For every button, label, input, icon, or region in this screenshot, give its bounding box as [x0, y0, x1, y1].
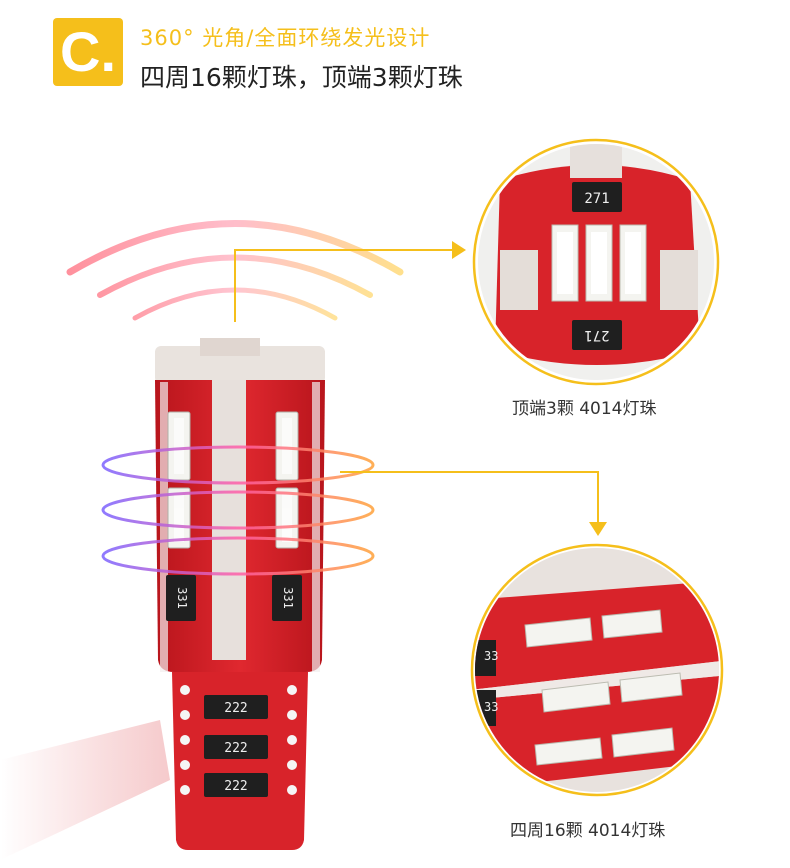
- top-resistor-upper-label: 271: [584, 191, 609, 207]
- emission-rings: [101, 445, 375, 576]
- headline: 360° 光角/全面环绕发光设计: [140, 26, 431, 50]
- badge-letter: C.: [60, 20, 116, 83]
- side-resistor-left-label: 331: [175, 587, 189, 609]
- section-badge: C.: [53, 18, 123, 86]
- top-resistor-lower-label: 271: [584, 327, 609, 343]
- bulb-reflection: [0, 720, 170, 860]
- base-resistors: 222 222 222: [204, 695, 268, 797]
- base-resistor-2-label: 222: [224, 741, 247, 756]
- callout-top-arrowhead: [452, 241, 466, 259]
- caption-side-leds: 四周16颗 4014灯珠: [510, 821, 666, 841]
- callout-bottom-arrowhead: [589, 522, 607, 536]
- detail-bottom: 33 33: [470, 543, 724, 797]
- callout-bottom: [340, 471, 599, 522]
- base-resistor-3-label: 222: [224, 779, 247, 794]
- base-resistor-1-label: 222: [224, 701, 247, 716]
- side-resistor-right-label: 331: [281, 587, 295, 609]
- bulb-leds-glow: [174, 418, 292, 542]
- callout-top: [234, 249, 452, 322]
- detail-resistor-a-label: 33: [484, 649, 498, 663]
- subline: 四周16颗灯珠，顶端3颗灯珠: [140, 63, 463, 92]
- caption-top-leds: 顶端3颗 4014灯珠: [512, 399, 657, 419]
- detail-resistor-b-label: 33: [484, 700, 498, 714]
- detail-top: 271 271: [472, 138, 720, 386]
- side-resistors: 331 331: [166, 575, 302, 621]
